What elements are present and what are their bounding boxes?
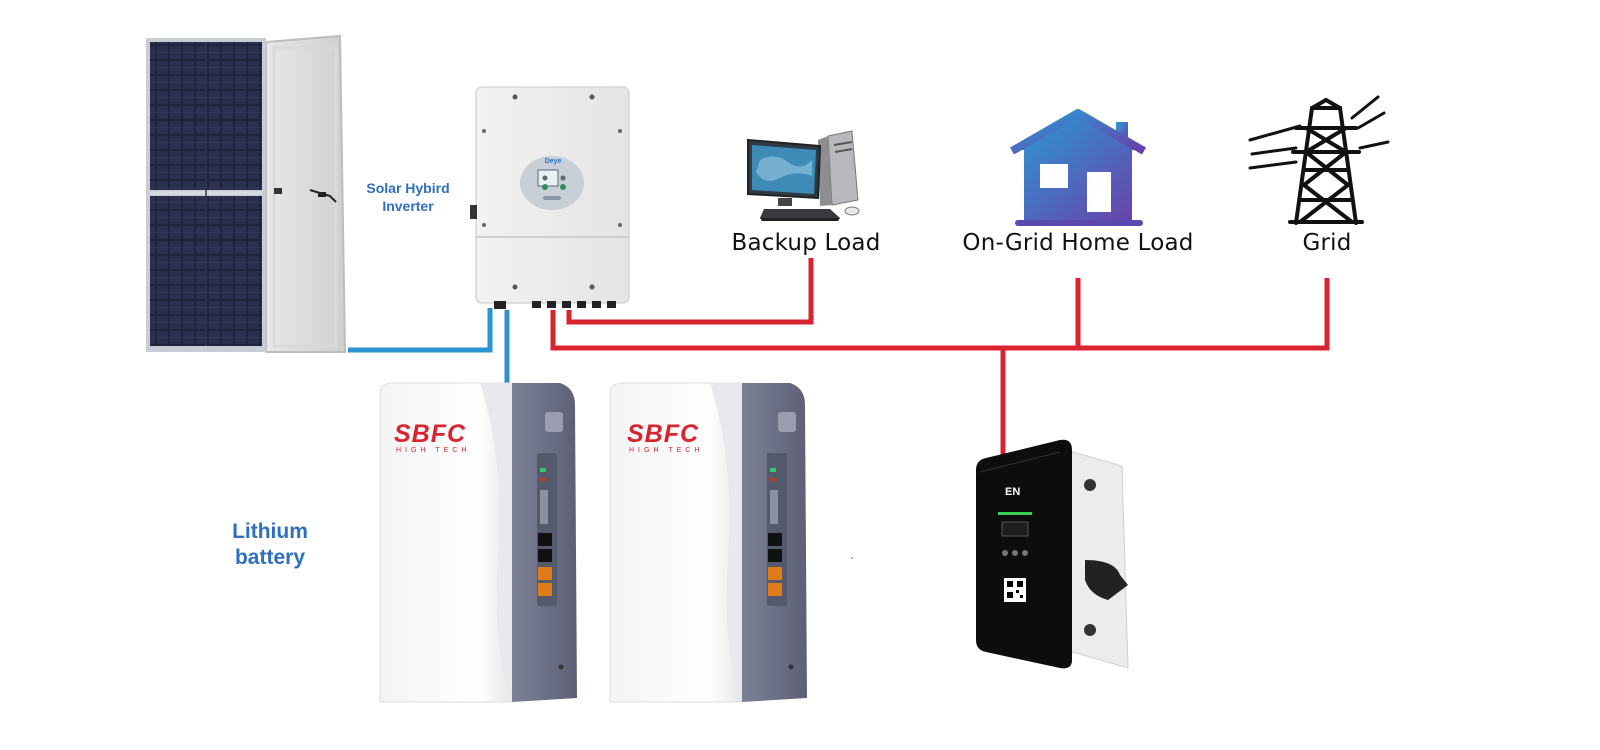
inverter-label-line2: Inverter	[382, 197, 434, 214]
grid-label: Grid	[1302, 230, 1352, 256]
ev-charger-icon	[976, 439, 1129, 669]
home-load-label: On-Grid Home Load	[962, 230, 1194, 256]
desktop-computer-icon	[747, 130, 860, 221]
battery-unit-right	[609, 382, 807, 703]
battery-unit-left	[379, 382, 577, 703]
grid-line	[550, 278, 1330, 351]
inverter-brand: Deye	[544, 158, 562, 165]
battery-label-line1: Lithium	[232, 520, 308, 543]
charger-brand: EN	[1005, 486, 1021, 498]
battery-brand-right-sub: HIGH TECH	[629, 447, 704, 454]
pv-dc-line	[348, 308, 493, 353]
battery-brand-left: SBFC HIGH TECH	[394, 420, 484, 455]
solar-panel-icon	[146, 34, 347, 353]
transmission-tower-icon	[1248, 95, 1390, 225]
ac-wiring	[550, 258, 1330, 460]
inverter-label: Solar Hybird Inverter	[352, 180, 464, 215]
backup-load-label: Backup Load	[731, 230, 881, 256]
inverter-label-line1: Solar Hybird	[366, 180, 450, 196]
dc-wiring	[348, 308, 510, 385]
backup-load-line	[566, 258, 814, 325]
house-icon	[1010, 109, 1146, 226]
battery-brand-right-name: SBFC	[627, 420, 700, 448]
battery-brand-left-sub: HIGH TECH	[396, 447, 471, 454]
battery-brand-left-name: SBFC	[394, 420, 467, 448]
stray-dot	[851, 557, 853, 559]
battery-icon	[379, 382, 807, 703]
battery-brand-right: SBFC HIGH TECH	[627, 420, 717, 455]
inverter-icon	[470, 86, 630, 309]
battery-label: Lithium battery	[215, 519, 325, 572]
battery-label-line2: battery	[234, 546, 306, 570]
